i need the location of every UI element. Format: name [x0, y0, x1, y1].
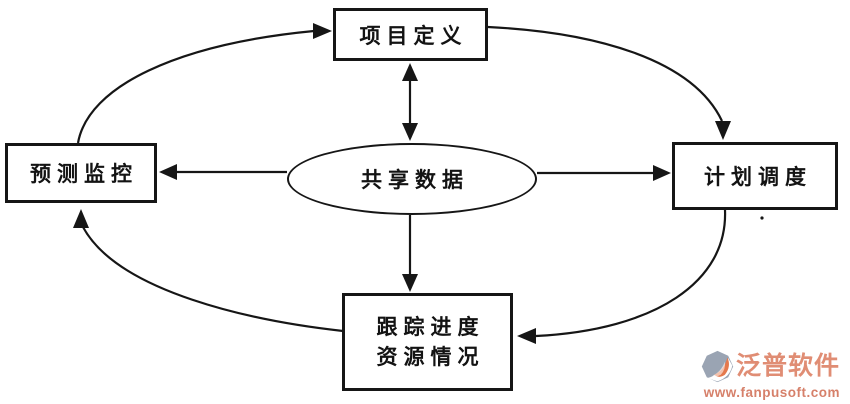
arrowhead-up-to-definition: [402, 63, 418, 81]
node-shared-data-label: 共享数据: [361, 168, 469, 192]
node-tracking-line1: 跟踪进度: [376, 314, 485, 339]
arrowhead-down-to-tracking: [402, 274, 418, 292]
arrowhead-down-to-shareddata: [402, 123, 418, 141]
node-forecast-monitoring-label: 预测监控: [30, 162, 138, 186]
node-plan-scheduling: 计划调度: [672, 142, 838, 210]
arrowhead-left-to-monitoring: [159, 164, 177, 180]
node-shared-data: 共享数据: [287, 143, 537, 215]
watermark-brand-text: 泛普软件: [735, 351, 840, 380]
node-tracking-resources: 跟踪进度 资源情况: [342, 293, 513, 391]
node-tracking-line2: 资源情况: [376, 344, 485, 369]
edge-tracking-to-monitoring: [82, 226, 344, 333]
node-plan-scheduling-label: 计划调度: [704, 165, 812, 189]
fanpu-logo-icon: [701, 350, 734, 382]
node-project-definition-label: 项目定义: [359, 23, 468, 48]
edge-monitoring-to-definition: [76, 29, 315, 144]
scan-speck: [760, 216, 764, 220]
arrowhead-into-monitoring-bottom: [73, 209, 89, 228]
arrowhead-into-scheduling-top: [715, 121, 731, 140]
edge-definition-to-scheduling: [487, 25, 723, 122]
watermark: 泛普软件 www.fanpusoft.com: [701, 350, 840, 400]
node-forecast-monitoring: 预测监控: [5, 143, 157, 203]
node-project-definition: 项目定义: [333, 8, 488, 61]
arrowhead-into-tracking-right: [517, 328, 536, 344]
arrowhead-right-to-scheduling: [653, 165, 671, 181]
edge-scheduling-to-tracking: [535, 209, 727, 338]
arrowhead-into-definition-left: [313, 23, 332, 39]
watermark-url-text: www.fanpusoft.com: [703, 384, 840, 400]
